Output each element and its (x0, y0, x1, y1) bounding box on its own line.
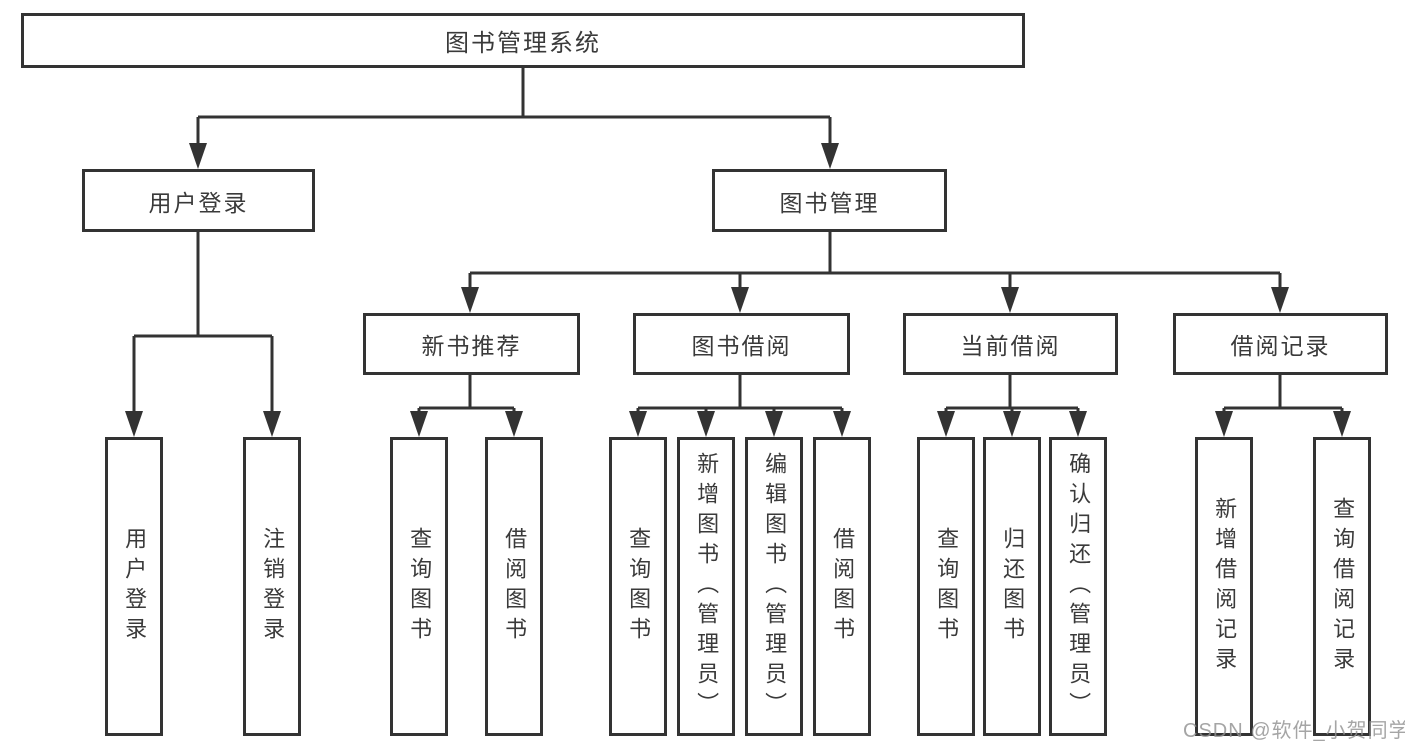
arrowhead-icon (1003, 411, 1021, 437)
arrowhead-icon (461, 287, 479, 313)
arrowhead-icon (821, 143, 839, 169)
arrowhead-icon (629, 411, 647, 437)
node-leaf-edit-books-admin: 编辑图书（管理员） (745, 437, 803, 736)
arrowhead-icon (1271, 287, 1289, 313)
arrowhead-icon (1069, 411, 1087, 437)
node-label: 查询图书 (407, 526, 433, 647)
node-book-management: 图书管理 (712, 169, 947, 232)
node-new-book-recommend: 新书推荐 (363, 313, 580, 375)
node-label: 借阅图书 (502, 526, 528, 647)
node-book-borrowing: 图书借阅 (633, 313, 850, 375)
node-label: 编辑图书（管理员） (762, 451, 788, 722)
arrowhead-icon (1001, 287, 1019, 313)
node-label: 用户登录 (122, 526, 148, 647)
node-leaf-add-books-admin: 新增图书（管理员） (677, 437, 735, 736)
csdn-watermark: CSDN @软件_小贺同学 (1183, 720, 1405, 742)
node-leaf-logout: 注销登录 (243, 437, 301, 736)
node-leaf-borrow-books: 借阅图书 (813, 437, 871, 736)
node-book-management-system: 图书管理系统 (21, 13, 1025, 68)
arrowhead-icon (505, 411, 523, 437)
node-current-borrowing: 当前借阅 (903, 313, 1118, 375)
arrowhead-icon (410, 411, 428, 437)
node-label: 查询图书 (934, 526, 960, 647)
node-leaf-query-books-current: 查询图书 (917, 437, 975, 736)
arrowhead-icon (1333, 411, 1351, 437)
node-leaf-user-login: 用户登录 (105, 437, 163, 736)
arrowhead-icon (731, 287, 749, 313)
node-label: 查询图书 (626, 526, 652, 647)
arrowhead-icon (833, 411, 851, 437)
node-leaf-return-books: 归还图书 (983, 437, 1041, 736)
node-label: 新增借阅记录 (1212, 496, 1238, 677)
node-label: 借阅图书 (830, 526, 856, 647)
arrowhead-icon (189, 143, 207, 169)
arrowhead-icon (263, 411, 281, 437)
arrowhead-icon (937, 411, 955, 437)
arrowhead-icon (697, 411, 715, 437)
arrowhead-icon (765, 411, 783, 437)
node-label: 归还图书 (1000, 526, 1026, 647)
node-leaf-query-books-borrow: 查询图书 (609, 437, 667, 736)
node-borrowing-records: 借阅记录 (1173, 313, 1388, 375)
node-leaf-add-borrow-record: 新增借阅记录 (1195, 437, 1253, 736)
node-leaf-query-books-recommend: 查询图书 (390, 437, 448, 736)
node-label: 确认归还（管理员） (1066, 451, 1092, 722)
node-leaf-borrow-books-recommend: 借阅图书 (485, 437, 543, 736)
node-label: 查询借阅记录 (1330, 496, 1356, 677)
arrowhead-icon (125, 411, 143, 437)
node-label: 新增图书（管理员） (694, 451, 720, 722)
node-leaf-query-borrow-record: 查询借阅记录 (1313, 437, 1371, 736)
node-leaf-confirm-return-admin: 确认归还（管理员） (1049, 437, 1107, 736)
arrowhead-icon (1215, 411, 1233, 437)
node-label: 注销登录 (260, 526, 286, 647)
node-user-login: 用户登录 (82, 169, 315, 232)
